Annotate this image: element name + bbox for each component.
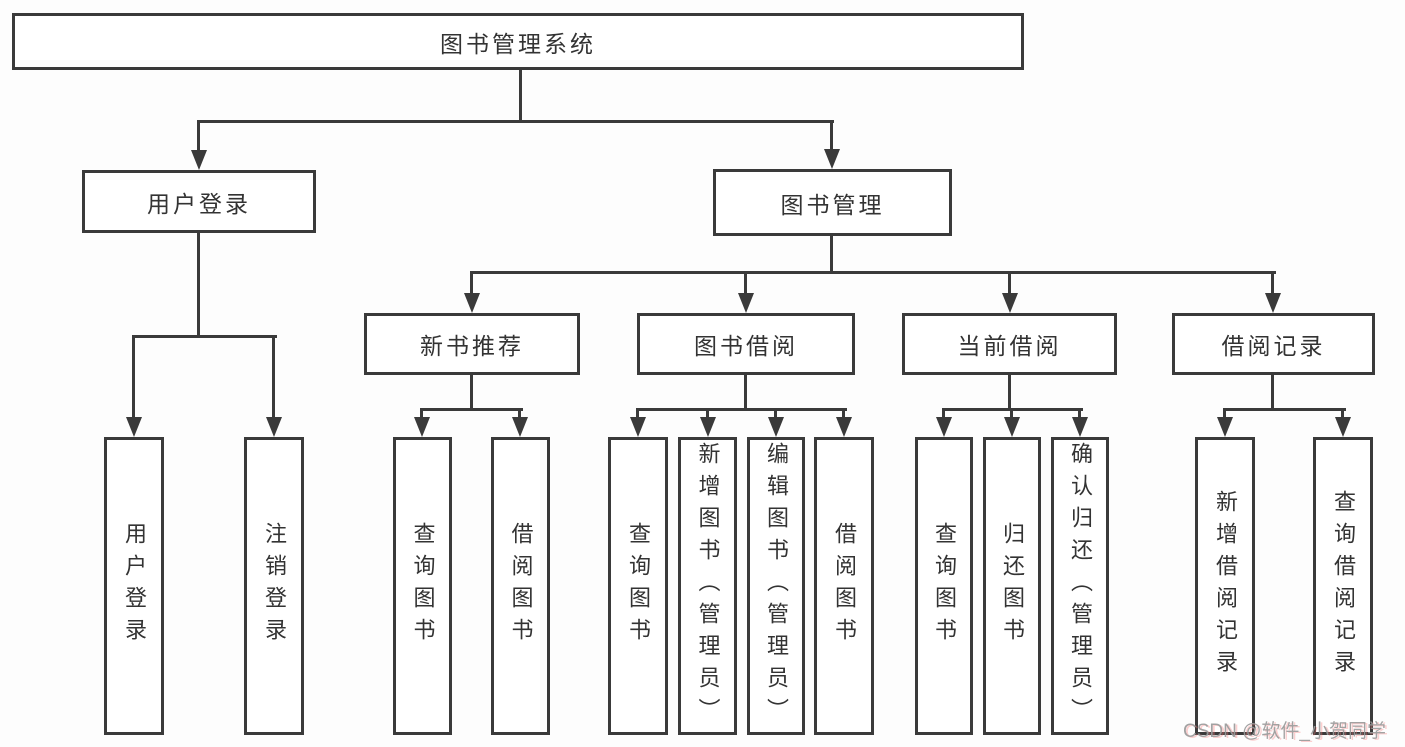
leaf-logout: 注销登录 — [244, 437, 304, 735]
arrowhead-down-icon — [700, 417, 716, 437]
connector-drop-leaf-logout — [272, 335, 275, 419]
node-new-book-recommendation: 新书推荐 — [364, 313, 580, 375]
connector-drop-book-borrow — [744, 271, 747, 296]
connector-drop-book-mgmt — [830, 120, 833, 151]
connector-drop — [636, 408, 639, 419]
leaf-label: 借阅图书 — [508, 522, 534, 650]
arrowhead-down-icon — [836, 417, 852, 437]
arrowhead-down-icon — [266, 417, 282, 437]
connector-new-book-rec-branch — [420, 408, 523, 411]
leaf-borrow-books: 借阅图书 — [814, 437, 874, 735]
leaf-confirm-return-admin: 确认归还（管理员） — [1051, 437, 1109, 735]
connector-drop-current-borrow — [1008, 271, 1011, 296]
node-current-borrowing: 当前借阅 — [902, 313, 1117, 375]
leaf-query-books-borrowing: 查询图书 — [608, 437, 668, 735]
arrowhead-down-icon — [824, 149, 840, 169]
node-label: 借阅记录 — [1221, 333, 1326, 359]
connector-drop — [518, 408, 521, 419]
leaf-add-borrow-record: 新增借阅记录 — [1195, 437, 1255, 735]
connector-book-mgmt-branch — [470, 271, 1276, 274]
connector-book-borrow-branch — [636, 408, 847, 411]
arrowhead-down-icon — [1002, 293, 1018, 313]
connector-drop — [706, 408, 709, 419]
arrowhead-down-icon — [936, 417, 952, 437]
connector-drop — [842, 408, 845, 419]
arrowhead-down-icon — [464, 293, 480, 313]
leaf-borrow-books-recommendation: 借阅图书 — [491, 437, 550, 735]
node-user-login: 用户登录 — [82, 170, 316, 233]
connector-drop-borrow-records — [1271, 271, 1274, 296]
connector-book-mgmt-stem — [830, 236, 833, 274]
connector-borrow-records-stem — [1271, 375, 1274, 411]
arrowhead-down-icon — [768, 417, 784, 437]
arrowhead-down-icon — [630, 417, 646, 437]
leaf-edit-books-admin: 编辑图书（管理员） — [747, 437, 805, 735]
arrowhead-down-icon — [414, 417, 430, 437]
node-label: 新书推荐 — [420, 333, 524, 359]
arrowhead-down-icon — [1217, 417, 1233, 437]
arrowhead-down-icon — [738, 293, 754, 313]
connector-new-book-rec-stem — [470, 375, 473, 411]
node-label: 用户登录 — [147, 190, 251, 217]
connector-drop-leaf-user-login — [132, 335, 135, 419]
node-library-management-system: 图书管理系统 — [12, 13, 1024, 70]
leaf-return-books: 归还图书 — [983, 437, 1041, 735]
node-book-management: 图书管理 — [713, 169, 952, 236]
connector-drop — [1341, 408, 1344, 419]
leaf-query-books-recommendation: 查询图书 — [393, 437, 452, 735]
leaf-query-books-current: 查询图书 — [915, 437, 973, 735]
connector-root-branch — [197, 120, 834, 123]
leaf-query-borrow-record: 查询借阅记录 — [1313, 437, 1373, 735]
node-label: 图书管理系统 — [440, 30, 596, 57]
node-label: 图书借阅 — [694, 333, 798, 359]
connector-drop-new-book-rec — [470, 271, 473, 296]
connector-drop — [774, 408, 777, 419]
arrowhead-down-icon — [1265, 293, 1281, 313]
connector-drop-user-login — [197, 120, 200, 152]
node-book-borrowing: 图书借阅 — [637, 313, 855, 375]
leaf-label: 查询借阅记录 — [1331, 490, 1356, 682]
arrowhead-down-icon — [1335, 417, 1351, 437]
connector-drop — [1223, 408, 1226, 419]
arrowhead-down-icon — [1072, 417, 1088, 437]
leaf-label: 编辑图书（管理员） — [764, 442, 789, 730]
connector-user-login-branch — [132, 335, 277, 338]
csdn-watermark: CSDN @软件_小贺同学 — [1183, 721, 1386, 742]
node-label: 当前借阅 — [957, 333, 1062, 359]
leaf-label: 归还图书 — [1000, 522, 1025, 650]
leaf-label: 查询图书 — [626, 522, 651, 650]
arrowhead-down-icon — [1004, 417, 1020, 437]
connector-drop — [942, 408, 945, 419]
node-borrowing-records: 借阅记录 — [1172, 313, 1375, 375]
connector-borrow-records-branch — [1223, 408, 1346, 411]
node-label: 图书管理 — [780, 191, 885, 218]
connector-book-borrow-stem — [744, 375, 747, 411]
leaf-label: 新增借阅记录 — [1213, 490, 1238, 682]
leaf-label: 用户登录 — [122, 522, 147, 650]
leaf-user-login: 用户登录 — [104, 437, 164, 735]
arrowhead-down-icon — [512, 417, 528, 437]
connector-drop — [1010, 408, 1013, 419]
connector-drop — [420, 408, 423, 419]
leaf-label: 借阅图书 — [832, 522, 857, 650]
arrowhead-down-icon — [191, 150, 207, 170]
connector-user-login-stem — [197, 233, 200, 337]
leaf-label: 查询图书 — [410, 522, 436, 650]
arrowhead-down-icon — [126, 417, 142, 437]
leaf-label: 查询图书 — [932, 522, 957, 650]
connector-drop — [1078, 408, 1081, 419]
leaf-add-books-admin: 新增图书（管理员） — [678, 437, 737, 735]
connector-current-borrow-stem — [1008, 375, 1011, 411]
leaf-label: 注销登录 — [262, 522, 287, 650]
leaf-label: 新增图书（管理员） — [695, 442, 721, 730]
leaf-label: 确认归还（管理员） — [1068, 442, 1093, 730]
connector-root-stem — [519, 70, 522, 122]
